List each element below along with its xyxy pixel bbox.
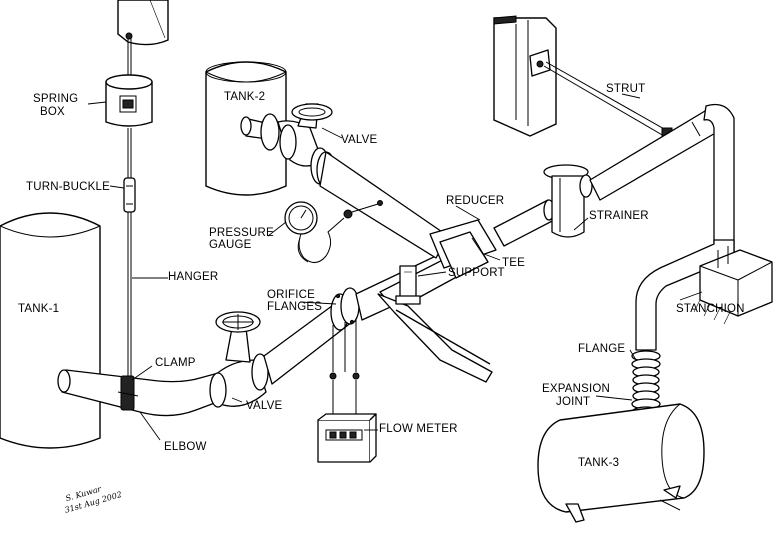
label-hanger: HANGER [168, 271, 218, 283]
label-elbow: ELBOW [164, 441, 207, 453]
label-turn-buckle: TURN-BUCKLE [26, 181, 110, 193]
label-spring-box-1: SPRING [33, 93, 78, 105]
label-spring-box-2: BOX [40, 106, 65, 118]
label-strainer: STRAINER [589, 210, 649, 222]
label-clamp: CLAMP [155, 357, 196, 369]
wall-column [493, 15, 557, 137]
label-tee: TEE [502, 257, 525, 269]
tank-3 [537, 403, 705, 523]
label-tank-2: TANK-2 [224, 91, 265, 103]
label-reducer: REDUCER [446, 195, 504, 207]
stanchion [693, 246, 773, 325]
label-flow-meter: FLOW METER [379, 423, 458, 435]
label-orifice-flanges-2: FLANGES [267, 301, 322, 313]
label-valve-upper: VALVE [341, 134, 377, 146]
label-pressure-gauge-1: PRESSURE [209, 227, 274, 239]
label-expansion-joint-1: EXPANSION [542, 383, 610, 395]
ceiling-block [117, 0, 169, 46]
label-tank-1: TANK-1 [18, 303, 59, 315]
label-valve-lower: VALVE [246, 400, 282, 412]
flow-meter [317, 318, 377, 463]
leader-lines [87, 93, 703, 441]
pressure-gauge [284, 200, 383, 263]
label-strut: STRUT [606, 83, 645, 95]
signature: S. Kuwar 31st Aug 2002 [64, 484, 123, 515]
valve-lower [209, 311, 269, 408]
tank-1 [0, 212, 101, 449]
labels: SPRING BOX TURN-BUCKLE HANGER TANK-1 CLA… [18, 83, 745, 469]
label-support: SUPPORT [448, 267, 505, 279]
label-flange: FLANGE [578, 343, 625, 355]
label-tank-3: TANK-3 [578, 457, 619, 469]
label-expansion-joint-2: JOINT [556, 396, 590, 408]
label-orifice-flanges-1: ORIFICE [267, 289, 315, 301]
turn-buckle [123, 177, 136, 213]
main-pipe-upper [319, 151, 559, 279]
hanger-assembly [105, 32, 153, 378]
label-stanchion: STANCHION [676, 303, 745, 315]
strut [543, 61, 673, 137]
strainer [543, 164, 593, 238]
label-pressure-gauge-2: GAUGE [209, 239, 252, 251]
